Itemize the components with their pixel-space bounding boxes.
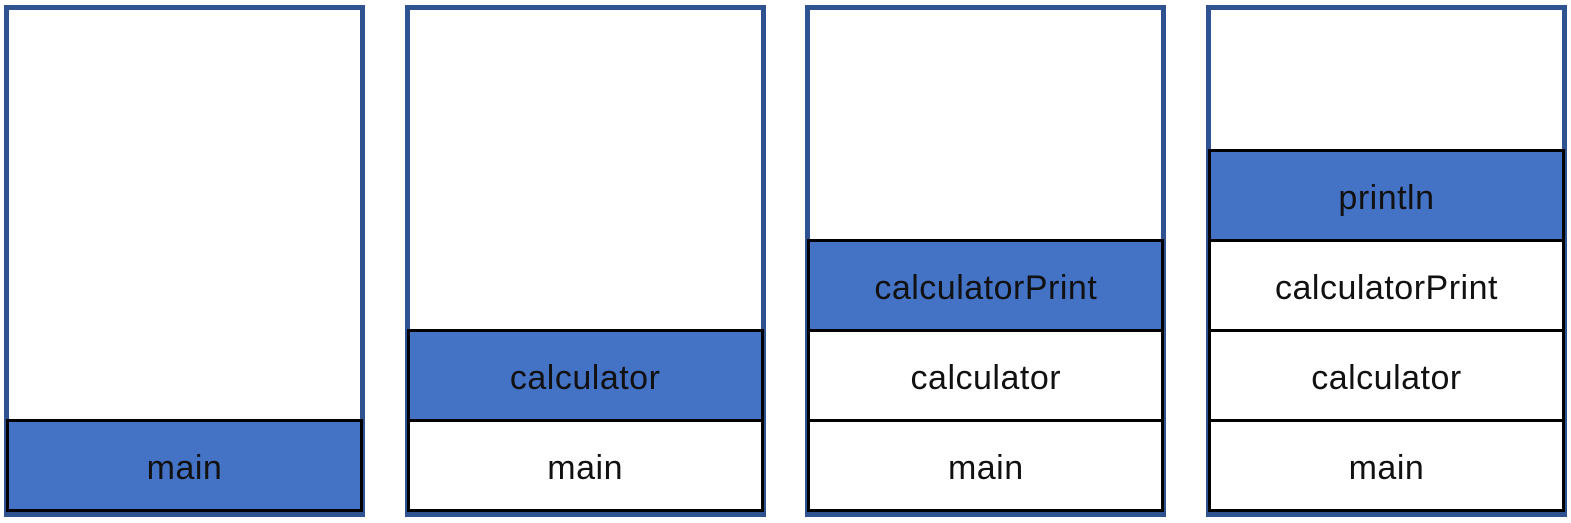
stack-frame: calculator: [807, 329, 1165, 422]
stack-step-2: calculator main: [404, 5, 766, 517]
stack-frame: calculator: [1207, 329, 1565, 422]
frame-stack: println calculatorPrint calculator main: [1207, 149, 1565, 512]
stack-frame-label: println: [1338, 178, 1435, 217]
stack-step-1: main: [4, 5, 365, 517]
stack-frame-label: calculatorPrint: [1275, 268, 1498, 307]
stack-step-4: println calculatorPrint calculator main: [1205, 5, 1567, 517]
stack-frame: calculator: [406, 329, 764, 422]
stack-frame-label: calculator: [1311, 358, 1462, 397]
stack-frame-label: calculator: [910, 358, 1062, 397]
stack-frame-label: calculatorPrint: [874, 268, 1098, 307]
stack-frame: main: [6, 419, 363, 512]
stack-frame-label: main: [947, 448, 1024, 487]
stack-frame-label: main: [547, 448, 623, 487]
stack-frame: main: [807, 419, 1165, 512]
frame-stack: calculatorPrint calculator main: [807, 239, 1165, 512]
stack-frame: println: [1207, 149, 1565, 242]
frame-stack: calculator main: [406, 329, 764, 512]
stack-frame: calculatorPrint: [807, 239, 1165, 332]
frame-stack: main: [6, 419, 363, 512]
stack-frame-label: main: [1348, 448, 1425, 487]
stack-frame: calculatorPrint: [1207, 239, 1565, 332]
stack-frame: main: [1207, 419, 1565, 512]
stack-frame: main: [406, 419, 764, 512]
stack-frame-label: main: [146, 448, 223, 487]
stack-frame-label: calculator: [509, 358, 661, 397]
stack-step-3: calculatorPrint calculator main: [805, 5, 1167, 517]
